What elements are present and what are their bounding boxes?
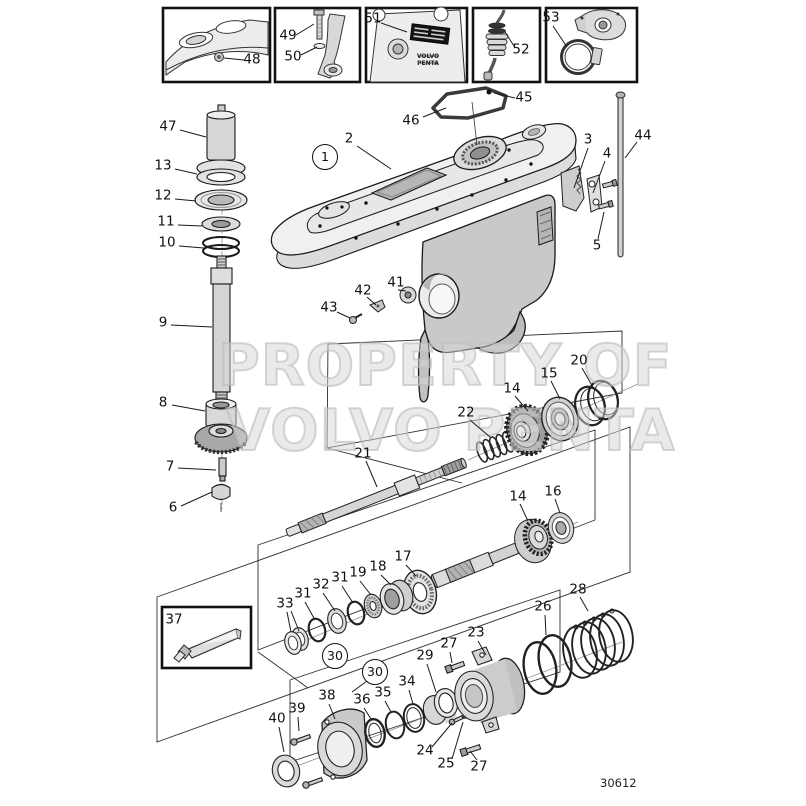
inset-52 (471, 6, 542, 84)
gear-shaft-lower (431, 512, 575, 589)
bolt-49 (313, 9, 325, 16)
retainer-cap-38 (317, 708, 368, 780)
seals-33 (284, 627, 309, 655)
seal-kit-chain (284, 569, 438, 655)
gear-housing (270, 101, 577, 403)
screws-39 (290, 733, 324, 789)
gasket-screw-45 (486, 89, 492, 95)
volvo-penta-logo: VOLVO PENTA (417, 53, 439, 67)
seal-13 (196, 159, 246, 186)
inset-37-art (173, 628, 242, 663)
drawing-number: 30612 (600, 776, 637, 790)
driveshaft-boss (453, 135, 507, 171)
seal-36 (364, 717, 386, 749)
inset-53-art (560, 9, 626, 75)
anode-kit (560, 165, 618, 213)
ring-11 (201, 216, 241, 232)
retainer-stack-28 (562, 608, 634, 679)
forward-gear-set (475, 379, 619, 463)
seal-ring-40 (271, 754, 301, 788)
shift-parts (349, 286, 417, 324)
pinion-gear (194, 423, 248, 455)
watermark-line2: VOLVO PENTA (225, 397, 676, 465)
gear-14b (514, 518, 554, 564)
group-frames (156, 330, 631, 763)
spacer-18 (379, 579, 414, 615)
bearing-8 (205, 398, 237, 427)
clamp-52b (488, 28, 506, 34)
serial-plate-51 (409, 23, 451, 45)
logo-line1: VOLVO (417, 53, 439, 60)
clamp-52a (488, 22, 506, 29)
ring-34 (402, 703, 426, 733)
bearing-16 (547, 512, 575, 544)
rod-44 (615, 91, 626, 258)
orings-26 (522, 634, 573, 695)
sleeve-29 (422, 688, 459, 725)
sleeve-47 (206, 114, 236, 161)
prop-shaft-21 (285, 457, 467, 537)
snapring-10 (202, 236, 240, 258)
nut-6 (211, 483, 231, 501)
inset-49-50-art (313, 9, 346, 79)
driveshaft-column (194, 104, 248, 512)
inset-51-art: VOLVO PENTA (369, 6, 466, 83)
watermark-line1: PROPERTY OF (217, 332, 673, 400)
bearing-12 (194, 189, 248, 211)
screw-27b (459, 744, 482, 758)
shaft-9 (210, 255, 233, 407)
inset-48-art (165, 19, 269, 76)
gasket-46 (431, 86, 508, 120)
oring-35 (384, 710, 406, 740)
pin-7 (218, 457, 227, 477)
screw-27a (444, 660, 466, 674)
logo-line2: PENTA (417, 60, 439, 67)
washer-50 (313, 43, 326, 49)
carrier-23 (454, 646, 526, 734)
inset-52-art (483, 9, 509, 81)
